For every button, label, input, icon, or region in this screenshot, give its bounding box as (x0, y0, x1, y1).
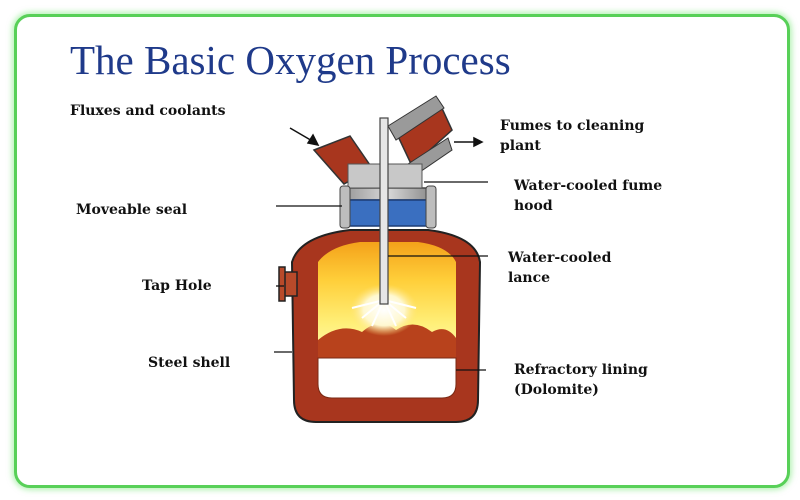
label-seal: Moveable seal (76, 202, 188, 218)
label-steel-shell: Steel shell (148, 355, 231, 371)
page-title: The Basic Oxygen Process (70, 37, 511, 83)
label-tap-hole: Tap Hole (142, 278, 212, 294)
label-refractory-2: (Dolomite) (514, 382, 599, 398)
label-fumes-1: Fumes to cleaning (500, 118, 645, 134)
label-hood-2: hood (514, 198, 553, 214)
label-refractory-1: Refractory lining (514, 362, 648, 378)
label-hood-1: Water-cooled fume (514, 178, 663, 194)
oxygen-flash (350, 284, 418, 336)
label-lance-2: lance (508, 270, 550, 286)
label-lance-1: Water-cooled (508, 250, 612, 266)
moveable-seal (347, 199, 431, 227)
label-fumes-2: plant (500, 138, 541, 154)
water-cooled-lance (379, 117, 389, 305)
steel-bath (317, 357, 457, 399)
slag-layer (318, 323, 456, 358)
label-fluxes: Fluxes and coolants (70, 103, 226, 119)
